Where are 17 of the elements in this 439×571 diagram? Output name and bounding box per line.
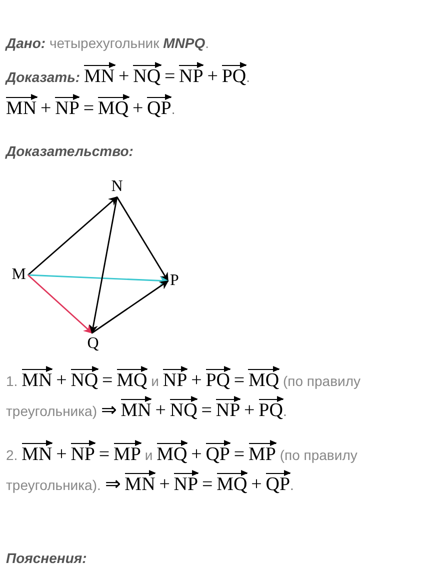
vector-arrow xyxy=(28,274,93,334)
text-line: Доказательство: xyxy=(6,142,134,161)
vertex-label: P xyxy=(170,271,186,291)
vector-arrow xyxy=(116,196,169,282)
text-line: Пояснения: xyxy=(6,549,88,568)
vertex-label: Q xyxy=(84,334,102,354)
vector-arrow xyxy=(28,196,118,276)
vertex-label: N xyxy=(108,177,126,197)
text-line: Дано: четырехугольник MNPQ. xyxy=(6,34,210,53)
text-line: 2. MN + NP = MP и MQ + QP = MP (по правилу треугольника). ⇒ MN + NP = MQ + QP. xyxy=(6,440,411,500)
vector-arrow xyxy=(92,280,169,334)
vector-arrow xyxy=(28,274,169,286)
vector-arrow xyxy=(89,196,118,334)
text-line: Доказать: MN + NQ = NP + PQ. xyxy=(6,62,426,92)
text-line: MN + NP = MQ + QP. xyxy=(6,94,426,124)
text-line: 1. MN + NQ = MQ и NP + PQ = MQ (по правилу треугольника) ⇒ MN + NQ = NP + PQ. xyxy=(6,366,411,426)
vertex-label: M xyxy=(6,265,26,285)
